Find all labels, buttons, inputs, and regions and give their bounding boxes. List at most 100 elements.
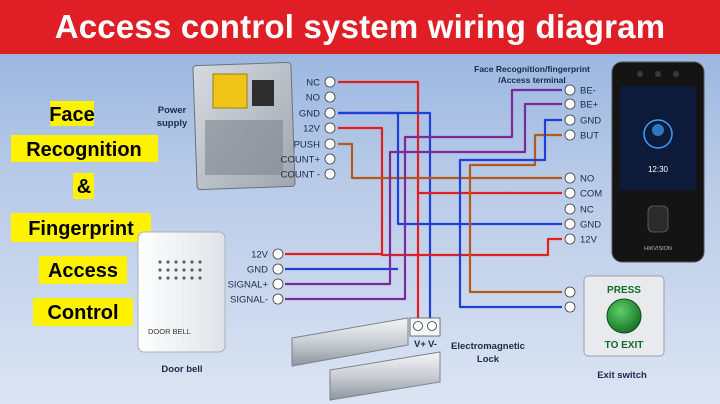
side-bg-ampersand bbox=[73, 173, 94, 199]
wire-bell-signal-plus bbox=[285, 102, 562, 286]
lock-label-2: Lock bbox=[477, 354, 500, 365]
side-bg-recognition bbox=[11, 135, 158, 162]
lock-magnet-body bbox=[291, 317, 409, 367]
terminal-12v: 12V bbox=[564, 233, 598, 246]
ps-terminal-count-minus: COUNT - bbox=[281, 168, 336, 181]
svg-text:BUT: BUT bbox=[580, 131, 599, 142]
terminal-nc: NC bbox=[564, 203, 594, 216]
bell-terminal-12v: 12V bbox=[251, 248, 284, 261]
lock-label-1: Electromagnetic bbox=[451, 341, 525, 352]
bell-terminal-signal-minus: SIGNAL- bbox=[230, 293, 284, 306]
face-scan-icon bbox=[643, 119, 673, 149]
power-supply: Power supply bbox=[157, 61, 296, 191]
ps-terminal-gnd: GND bbox=[299, 107, 336, 120]
terminal-label-1: Face Recognition/fingerprint bbox=[474, 64, 590, 74]
svg-text:12V: 12V bbox=[303, 124, 321, 135]
door-bell-device-text: DOOR BELL bbox=[148, 327, 191, 336]
terminal-no: NO bbox=[564, 172, 594, 185]
exit-switch-text-bottom: TO EXIT bbox=[605, 340, 644, 351]
terminal-brand: HIKVISION bbox=[644, 246, 672, 252]
lock-terminal-vplus bbox=[413, 321, 423, 331]
svg-text:SIGNAL+: SIGNAL+ bbox=[228, 280, 269, 291]
side-bg-control bbox=[33, 298, 133, 326]
exit-switch-text-top: PRESS bbox=[607, 285, 641, 296]
ps-terminal-no: NO bbox=[306, 91, 336, 104]
side-caption: Face Recognition & Fingerprint Access Co… bbox=[11, 101, 158, 326]
side-text-fingerprint: Fingerprint bbox=[28, 218, 134, 240]
wire-ps-nc-to-lock bbox=[338, 80, 420, 320]
svg-text:GND: GND bbox=[299, 109, 320, 120]
svg-text:SIGNAL-: SIGNAL- bbox=[230, 295, 268, 306]
exit-switch-label: Exit switch bbox=[597, 370, 647, 381]
door-bell: DOOR BELL Door bell bbox=[137, 231, 226, 375]
exit-terminal-1 bbox=[564, 286, 576, 298]
terminal-be-plus: BE+ bbox=[564, 98, 599, 111]
terminal-com: COM bbox=[564, 187, 602, 200]
terminal-label-2: /Access terminal bbox=[498, 75, 566, 85]
wire-gnd-to-exit bbox=[458, 118, 562, 309]
wire-ps-gnd-to-terminal bbox=[338, 111, 562, 226]
wire-ps-push-to-no bbox=[338, 142, 562, 180]
side-text-access: Access bbox=[48, 260, 118, 282]
bell-terminal-gnd: GND bbox=[247, 263, 284, 276]
side-bg-access bbox=[39, 256, 127, 284]
svg-text:COUNT -: COUNT - bbox=[281, 170, 320, 181]
side-text-control: Control bbox=[47, 302, 118, 324]
screen-time: 12:30 bbox=[648, 165, 669, 174]
svg-text:GND: GND bbox=[247, 265, 268, 276]
svg-text:PUSH: PUSH bbox=[294, 140, 321, 151]
terminal-top-terminals: BE- BE+ GND BUT bbox=[564, 84, 601, 142]
wire-but-to-exit bbox=[468, 133, 562, 294]
svg-text:GND: GND bbox=[580, 116, 601, 127]
speaker-grille-icon bbox=[158, 260, 202, 280]
fingerprint-icon bbox=[647, 205, 669, 233]
ps-terminal-12v: 12V bbox=[303, 122, 336, 135]
terminal-screen bbox=[620, 86, 696, 190]
ps-terminal-push: PUSH bbox=[294, 138, 336, 151]
wire-bell-signal-minus bbox=[285, 88, 562, 301]
terminal-be-minus: BE- bbox=[564, 84, 596, 97]
wire-ps-12v-to-terminal bbox=[338, 126, 562, 257]
lock-terminal-label-vplus: V+ bbox=[414, 339, 426, 350]
svg-text:COM: COM bbox=[580, 189, 602, 200]
svg-text:12V: 12V bbox=[580, 235, 598, 246]
power-supply-terminals: NC NO GND 12V PUSH COUNT+ COUNT - bbox=[281, 76, 336, 181]
terminal-but: BUT bbox=[564, 129, 599, 142]
svg-text:BE-: BE- bbox=[580, 86, 596, 97]
lock-terminal-label-vminus: V- bbox=[428, 339, 437, 350]
wiring-diagram: Face Recognition & Fingerprint Access Co… bbox=[11, 61, 705, 401]
wires bbox=[285, 80, 562, 320]
bell-terminal-signal-plus: SIGNAL+ bbox=[228, 278, 284, 291]
title-banner: Access control system wiring diagram bbox=[0, 0, 720, 54]
access-terminal: Face Recognition/fingerprint /Access ter… bbox=[474, 61, 705, 263]
exit-terminal-2 bbox=[564, 301, 576, 313]
side-bg-face bbox=[50, 101, 94, 126]
svg-text:NO: NO bbox=[580, 174, 594, 185]
door-bell-label: Door bell bbox=[161, 364, 202, 375]
lock-armature-plate bbox=[329, 351, 441, 401]
terminal-bottom-terminals: NO COM NC GND 12V bbox=[564, 172, 602, 246]
capacitor-icon bbox=[252, 80, 274, 106]
lock-terminal-vminus bbox=[427, 321, 437, 331]
side-bg-fingerprint bbox=[11, 213, 151, 242]
svg-text:NO: NO bbox=[306, 93, 320, 104]
exit-button-icon bbox=[606, 298, 642, 334]
exit-switch: PRESS TO EXIT Exit switch bbox=[564, 275, 665, 381]
ps-terminal-nc: NC bbox=[306, 76, 336, 89]
svg-text:12V: 12V bbox=[251, 250, 269, 261]
side-text-face: Face bbox=[49, 104, 95, 126]
svg-text:GND: GND bbox=[580, 220, 601, 231]
svg-text:BE+: BE+ bbox=[580, 100, 599, 111]
terminal-gnd-top: GND bbox=[564, 114, 601, 127]
transformer-icon bbox=[212, 73, 248, 109]
svg-text:COUNT+: COUNT+ bbox=[281, 155, 321, 166]
power-supply-label-1: Power bbox=[158, 105, 187, 116]
electromagnetic-lock: V+ V- Electromagnetic Lock bbox=[291, 317, 525, 401]
ps-terminal-count-plus: COUNT+ bbox=[281, 153, 336, 166]
page-title: Access control system wiring diagram bbox=[54, 8, 666, 45]
side-text-ampersand: & bbox=[77, 176, 91, 198]
power-supply-label-2: supply bbox=[157, 118, 188, 129]
door-bell-terminals: 12V GND SIGNAL+ SIGNAL- bbox=[228, 248, 284, 306]
side-text-recognition: Recognition bbox=[26, 139, 142, 161]
